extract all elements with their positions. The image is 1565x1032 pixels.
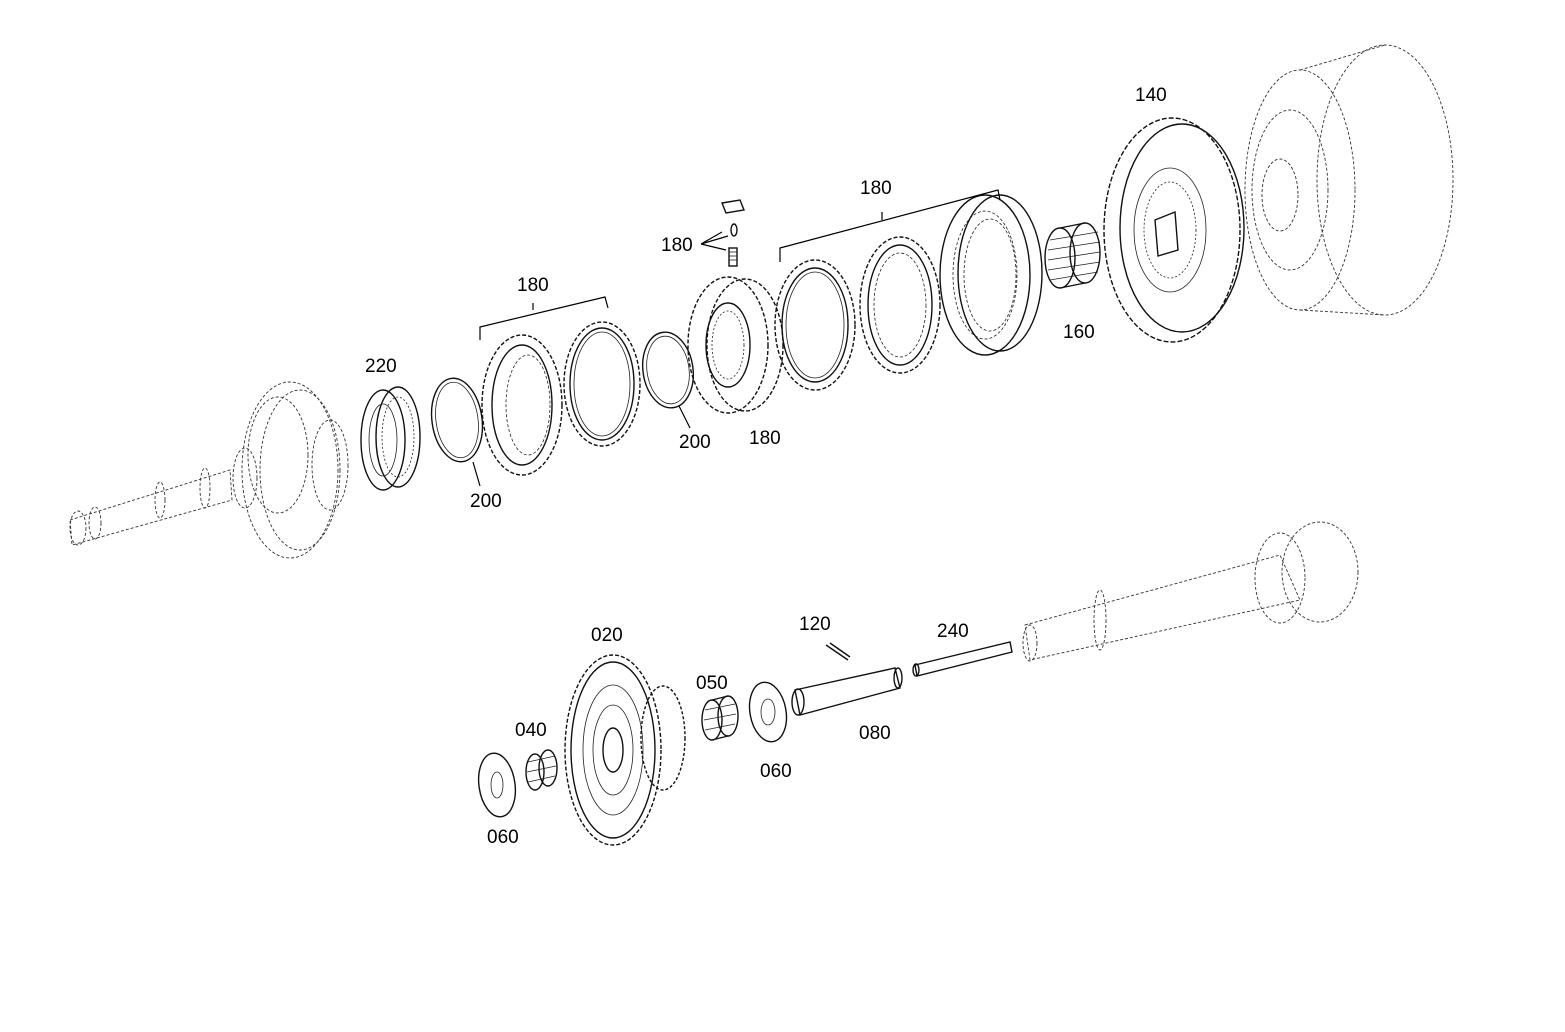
shaft-pin-240 — [912, 641, 1013, 677]
callout-080: 080 — [859, 723, 891, 744]
callout-140: 140 — [1135, 85, 1167, 106]
callout-180-left-group: 180 — [517, 275, 549, 296]
thrust-washer-060-right — [748, 681, 788, 743]
needle-bearing-050 — [701, 695, 739, 741]
callout-060-right: 060 — [760, 761, 792, 782]
callout-020: 020 — [591, 625, 623, 646]
needle-bearing-160 — [1044, 222, 1101, 289]
main-shaft-left — [69, 381, 349, 559]
input-shaft — [1022, 521, 1359, 662]
callout-180-hub: 180 — [749, 428, 781, 449]
callout-160: 160 — [1063, 322, 1095, 343]
gear-140 — [1103, 117, 1245, 343]
callout-050: 050 — [696, 673, 728, 694]
snap-ring-200-left — [430, 377, 484, 463]
callout-180-small-parts: 180 — [661, 235, 693, 256]
callout-220: 220 — [365, 356, 397, 377]
synchro-ring-right-2 — [859, 236, 941, 374]
detent-parts — [721, 199, 745, 267]
roll-pin-120 — [825, 642, 851, 661]
needle-bearing-040 — [525, 749, 558, 791]
idler-gear-020 — [564, 654, 686, 846]
callout-040: 040 — [515, 720, 547, 741]
clutch-housing — [1244, 44, 1454, 316]
thrust-washer-060-left — [477, 752, 517, 818]
leader-lines — [472, 189, 1001, 487]
idler-shaft-080 — [791, 667, 903, 716]
sliding-sleeve — [939, 194, 1043, 356]
callout-200-left: 200 — [470, 491, 502, 512]
synchro-ring-left-1 — [481, 334, 563, 476]
callout-240: 240 — [937, 621, 969, 642]
synchro-hub-180 — [687, 276, 784, 414]
synchro-ring-left-2 — [563, 321, 641, 447]
callout-200-mid: 200 — [679, 432, 711, 453]
snap-ring-200-mid — [641, 331, 695, 409]
synchro-ring-right-1 — [774, 259, 856, 391]
callout-060-left: 060 — [487, 827, 519, 848]
synchro-gear-220 — [360, 386, 421, 491]
callout-180-right-group: 180 — [860, 178, 892, 199]
callout-120: 120 — [799, 614, 831, 635]
